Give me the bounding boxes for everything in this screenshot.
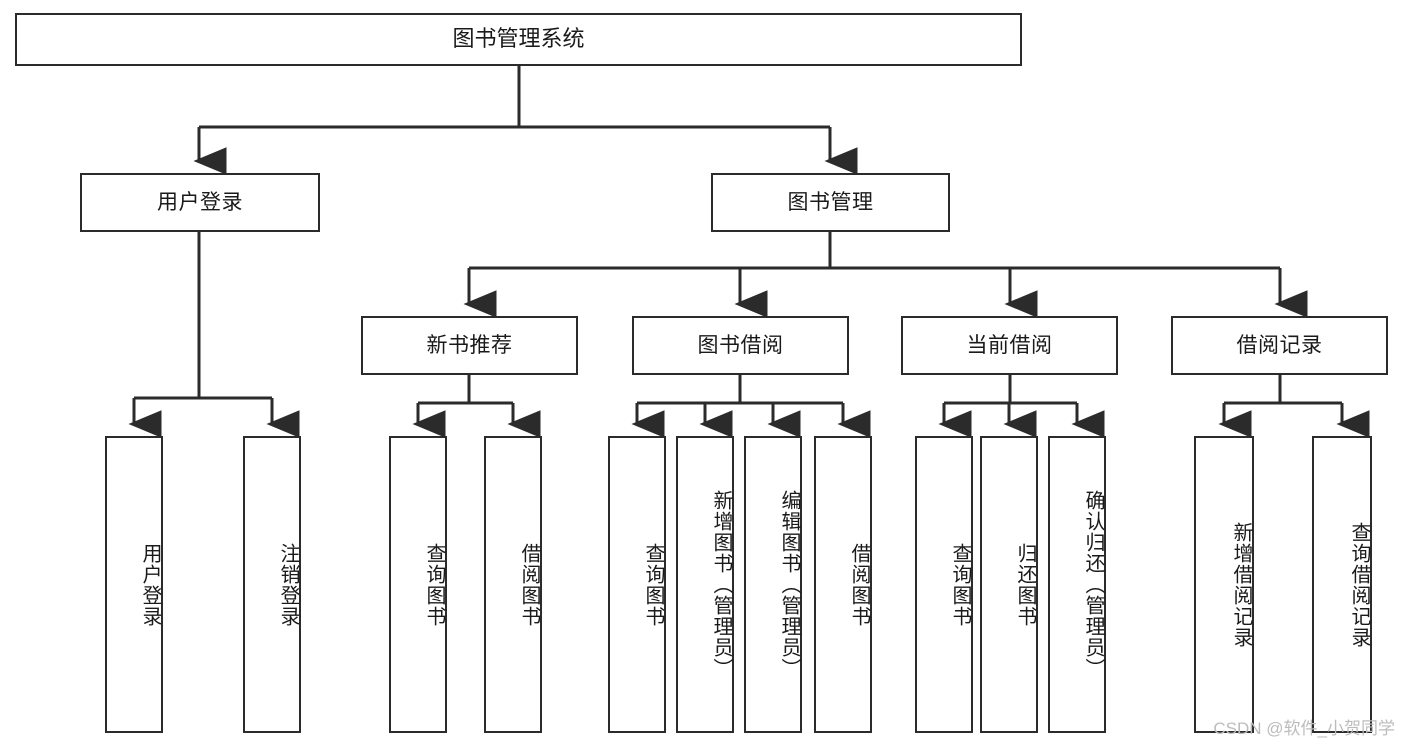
leaf-borrow-query-book[interactable]: 查询图书 — [608, 436, 666, 733]
leaf-current-query-book[interactable]: 查询图书 — [915, 436, 973, 733]
node-label: 新增借阅记录 — [1230, 521, 1252, 648]
node-label: 图书借阅 — [697, 333, 784, 357]
node-label: 编辑图书（管理员） — [778, 490, 800, 679]
node-label: 当前借阅 — [966, 333, 1053, 357]
node-label: 查询借阅记录 — [1348, 521, 1370, 648]
leaf-current-return-book[interactable]: 归还图书 — [980, 436, 1038, 733]
node-current-borrow[interactable]: 当前借阅 — [901, 316, 1118, 375]
leaf-borrow-edit-book[interactable]: 编辑图书（管理员） — [744, 436, 802, 733]
node-book-management[interactable]: 图书管理 — [711, 173, 950, 232]
leaf-new-book-borrow[interactable]: 借阅图书 — [484, 436, 542, 733]
node-label: 图书管理系统 — [452, 26, 585, 52]
node-label: 新书推荐 — [426, 333, 513, 357]
node-user-login[interactable]: 用户登录 — [80, 173, 320, 232]
leaf-user-login-login[interactable]: 用户登录 — [105, 436, 163, 733]
leaf-borrow-borrow-book[interactable]: 借阅图书 — [814, 436, 872, 733]
node-book-borrow[interactable]: 图书借阅 — [632, 316, 849, 375]
node-label: 用户登录 — [139, 542, 161, 627]
node-label: 注销登录 — [277, 542, 299, 627]
leaf-record-add[interactable]: 新增借阅记录 — [1194, 436, 1254, 733]
node-label: 用户登录 — [157, 190, 243, 214]
node-label: 确认归还（管理员） — [1082, 490, 1104, 679]
node-root-system[interactable]: 图书管理系统 — [15, 13, 1022, 66]
leaf-borrow-add-book[interactable]: 新增图书（管理员） — [676, 436, 734, 733]
node-label: 借阅记录 — [1236, 333, 1323, 357]
leaf-current-confirm-return[interactable]: 确认归还（管理员） — [1048, 436, 1106, 733]
leaf-record-query[interactable]: 查询借阅记录 — [1312, 436, 1372, 733]
node-label: 归还图书 — [1014, 542, 1036, 627]
leaf-new-book-query[interactable]: 查询图书 — [389, 436, 447, 733]
node-new-book-recommend[interactable]: 新书推荐 — [361, 316, 578, 375]
node-label: 借阅图书 — [518, 542, 540, 627]
node-label: 查询图书 — [423, 542, 445, 627]
node-label: 新增图书（管理员） — [710, 490, 732, 679]
node-label: 查询图书 — [642, 542, 664, 627]
leaf-user-login-logout[interactable]: 注销登录 — [243, 436, 301, 733]
node-borrow-record[interactable]: 借阅记录 — [1171, 316, 1388, 375]
node-label: 借阅图书 — [848, 542, 870, 627]
csdn-watermark: CSDN @软件_小贺同学 — [1213, 719, 1395, 738]
node-label: 图书管理 — [787, 190, 874, 214]
node-label: 查询图书 — [949, 542, 971, 627]
